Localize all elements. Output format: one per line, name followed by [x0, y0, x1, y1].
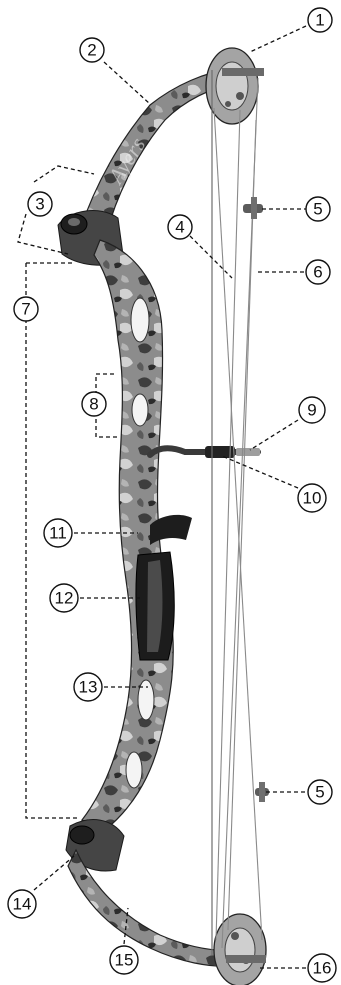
callout-14-label: 14 — [13, 895, 32, 914]
callout-4: 4 — [168, 215, 192, 239]
leader-line-2 — [104, 62, 150, 104]
callout-15-label: 15 — [115, 951, 134, 970]
callout-1: 1 — [308, 8, 332, 32]
callout-13: 13 — [74, 673, 102, 701]
callout-2-label: 2 — [87, 41, 96, 60]
callout-12: 12 — [50, 584, 78, 612]
callout-13-label: 13 — [79, 678, 98, 697]
callout-6-label: 6 — [313, 263, 322, 282]
callout-5-upper: 5 — [306, 197, 330, 221]
callout-6: 6 — [306, 260, 330, 284]
callout-16-label: 16 — [313, 959, 332, 978]
callout-8: 8 — [82, 392, 106, 416]
callout-15: 15 — [110, 946, 138, 974]
callout-1-label: 1 — [315, 11, 324, 30]
leader-line-4 — [190, 236, 232, 278]
riser-cutout — [138, 680, 154, 720]
callout-14: 14 — [8, 890, 36, 918]
cable-strand — [228, 120, 256, 930]
callout-5-upper-label: 5 — [313, 200, 322, 219]
callout-5-lower: 5 — [308, 780, 332, 804]
callout-16: 16 — [308, 954, 336, 982]
callout-8-label: 8 — [89, 395, 98, 414]
bow-illustration: Ayers — [58, 48, 269, 985]
leader-line-10 — [222, 456, 298, 488]
riser-cutout — [126, 752, 142, 788]
string-silencer-top — [243, 197, 263, 219]
riser-cutout — [131, 298, 149, 342]
callout-4-label: 4 — [175, 218, 184, 237]
callout-3-label: 3 — [35, 195, 44, 214]
callout-9: 9 — [299, 397, 325, 423]
callouts: 1 2 3 4 5 6 7 8 — [8, 8, 336, 982]
callout-11-label: 11 — [49, 524, 67, 543]
callout-12-label: 12 — [55, 589, 74, 608]
leader-line-1 — [250, 26, 306, 52]
callout-5-lower-label: 5 — [315, 783, 324, 802]
control-cable — [214, 108, 262, 940]
callout-2: 2 — [80, 38, 104, 62]
leader-lines — [18, 26, 306, 968]
callout-3: 3 — [28, 192, 52, 216]
leader-line-14 — [34, 856, 74, 890]
leader-line-9 — [250, 420, 298, 450]
callout-7: 7 — [14, 297, 38, 321]
cable-guard — [150, 446, 260, 458]
riser-cutout — [132, 394, 148, 426]
callout-9-label: 9 — [307, 401, 316, 420]
callout-11: 11 — [44, 519, 72, 547]
callout-10-label: 10 — [303, 489, 322, 508]
bottom-cam — [214, 914, 266, 985]
limb-bolt — [70, 826, 94, 844]
callout-10: 10 — [298, 484, 326, 512]
callout-7-label: 7 — [21, 300, 30, 319]
